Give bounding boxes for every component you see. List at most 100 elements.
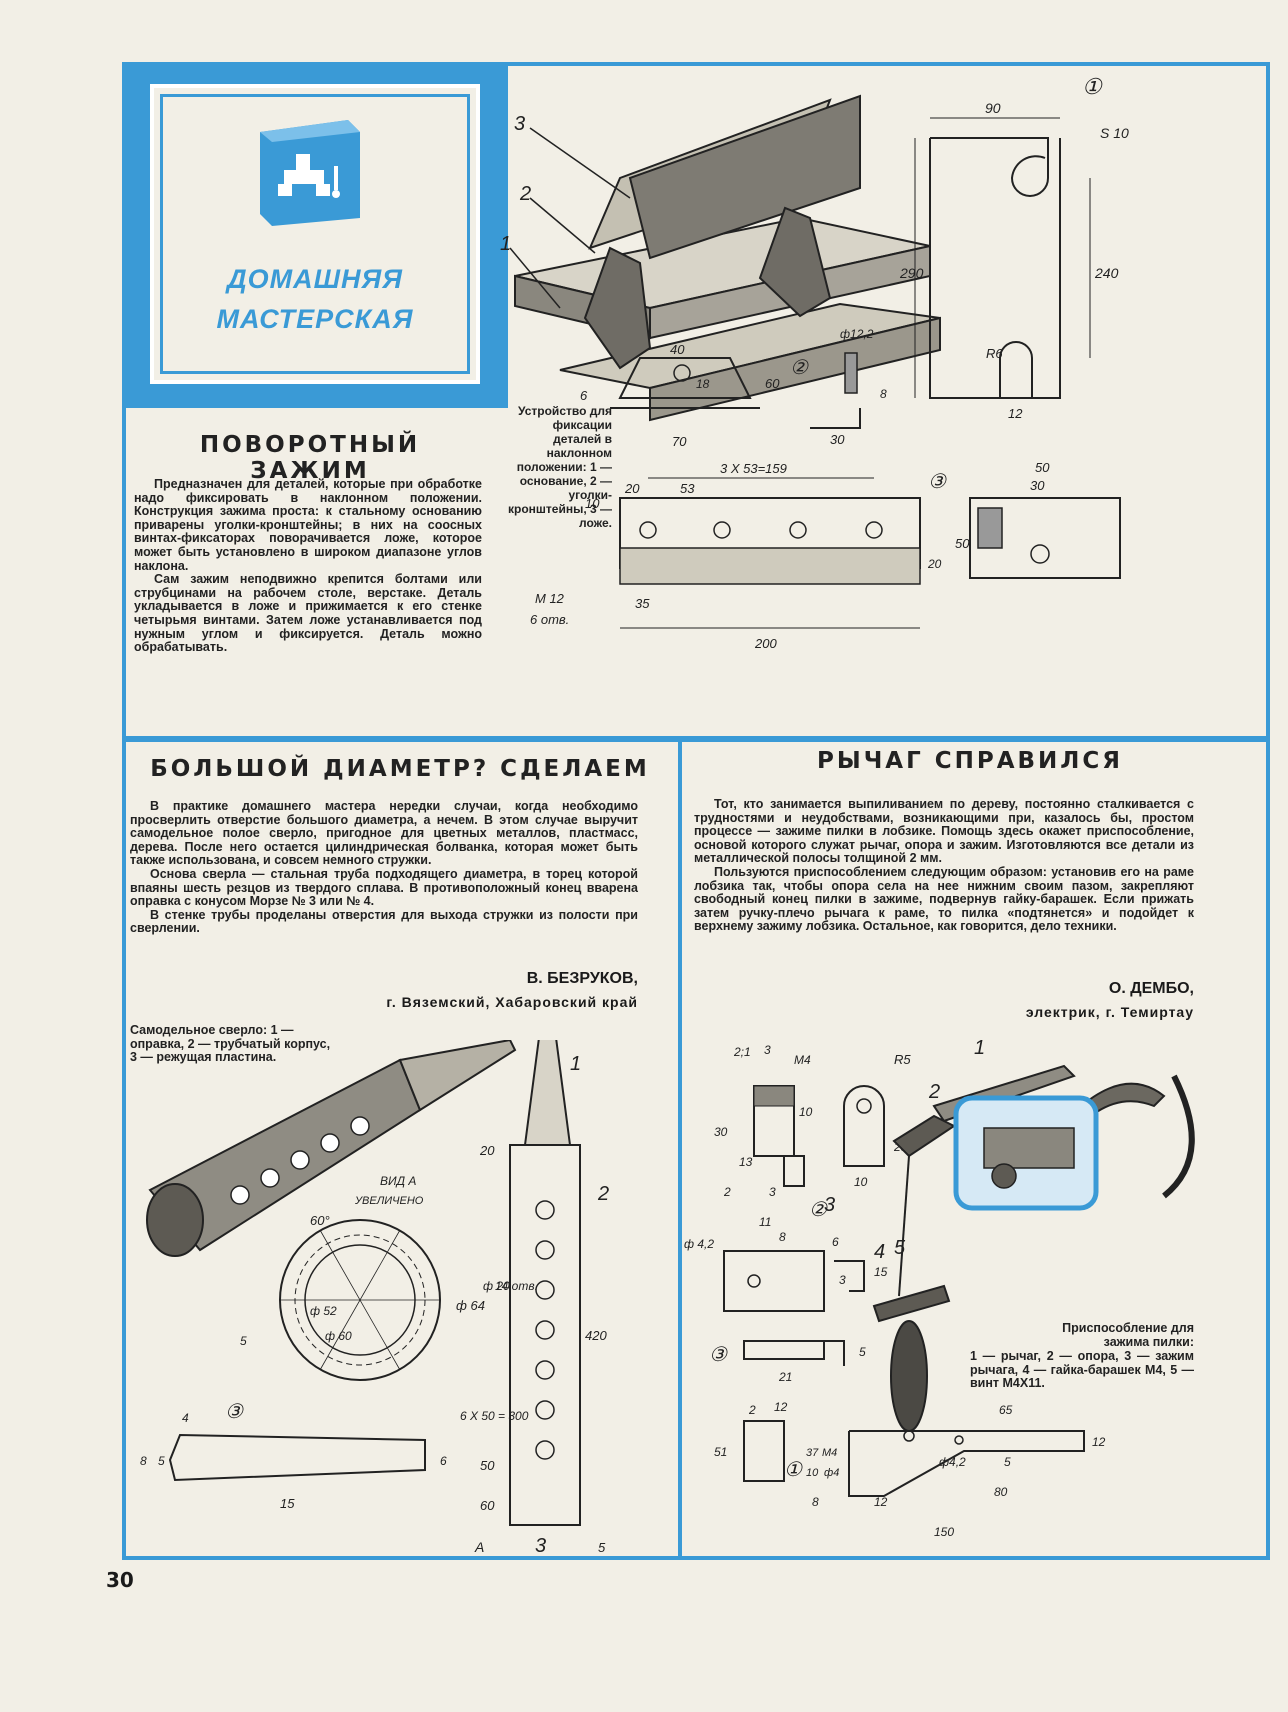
dim-11: 11 [759,1215,771,1229]
clamp-drawing: 3 2 1 90 S 10 290 240 R6 12 ① 40 18 60 6… [500,74,1129,651]
dim-2-1: 2;1 [733,1045,751,1059]
section2-author: В. БЕЗРУКОВ, [526,970,638,987]
section2-paragraph: Основа сверла — стальная труба подходяще… [130,866,638,909]
section3-author: О. ДЕМБО, [1108,980,1194,997]
dim-f60: ф 60 [325,1329,352,1343]
dim-20: 20 [479,1143,495,1158]
label-3: 3 [824,1194,835,1216]
dim-f20: ф 20 [483,1279,510,1293]
dim-f4: ф4 [824,1467,839,1479]
dim-12-2: ф12,2 [840,327,874,341]
dim-40: 40 [670,342,685,357]
figure-number-3: ③ [225,1401,244,1423]
dim-30: 30 [830,432,845,447]
dim-m4b: М4 [822,1447,837,1459]
section1-paragraph: Сам зажим неподвижно крепится болтами ил… [134,572,482,655]
label-1: 1 [570,1053,581,1075]
dim-15: 15 [874,1265,888,1279]
vise-icon [260,120,360,226]
dim-10: 10 [585,496,600,511]
section3-place: электрик, г. Темиртау [1025,1004,1194,1020]
dim-f52: ф 52 [310,1304,337,1318]
dim-60: 60 [765,376,780,391]
dim-6: 6 [832,1235,839,1249]
label-2: 2 [597,1183,609,1205]
dim-m12: М 12 [535,591,565,606]
dim-290: 290 [899,265,924,281]
dim-53: 53 [680,481,695,496]
dim-12: 12 [1008,406,1023,421]
section2-title: БОЛЬШОЙ ДИАМЕТР? СДЕЛАЕМ [150,756,650,782]
figure-number-1: ① [784,1459,803,1481]
dim-200: 200 [754,636,777,651]
section3-paragraph: Тот, кто занимается выпиливанием по дере… [694,797,1194,866]
dim-90: 90 [985,100,1001,116]
label-2: 2 [519,183,531,205]
section2-paragraph: В практике домашнего мастера нередки слу… [130,799,638,868]
dim-21: 21 [778,1370,792,1384]
dim-5b: 5 [1004,1455,1011,1469]
dim-6: 6 [580,388,588,403]
section3-caption: 1 — рычаг, 2 — опора, 3 — зажим рычага, … [970,1349,1194,1391]
section1-caption: Устройство для фиксации деталей в наклон… [507,404,612,530]
rubric-title-line1: ДОМАШНЯЯ [227,264,403,294]
section1-title: ПОВОРОТНЫЙ ЗАЖИМ [199,432,421,484]
dim-240: 240 [1094,265,1119,281]
dim-m4: М4 [794,1053,811,1067]
dim-12c: 12 [874,1495,888,1509]
rubric-title-line2: МАСТЕРСКАЯ [216,304,414,334]
section2-place: г. Вяземский, Хабаровский край [386,994,638,1010]
dim-f4-2: ф 4,2 [684,1237,714,1251]
dim-3b: 3 [769,1185,776,1199]
dim-s10: S 10 [1100,125,1129,141]
dim-70: 70 [672,434,687,449]
section3-caption-title: Приспособление для зажима пилки: [1062,1321,1194,1349]
dim-35: 35 [635,596,650,611]
view-a-enlarged: УВЕЛИЧЕНО [354,1195,424,1207]
dim-50: 50 [1035,460,1050,475]
dim-20: 20 [624,481,640,496]
dim-8b: 8 [812,1495,819,1509]
label-3: 3 [514,113,525,135]
section2-paragraph: В стенке трубы проделаны отверстия для в… [130,907,638,936]
figure-number-2: ② [809,1199,828,1221]
dim-60: 60 [480,1498,495,1513]
dim-10b: 10 [854,1175,868,1189]
dim-5b: 5 [598,1540,606,1555]
label-1: 1 [500,233,511,255]
dim-15: 15 [280,1496,295,1511]
dim-3x53: 3 X 53=159 [720,461,787,476]
dim-5c: 5 [158,1454,165,1468]
dim-30c: 30 [1030,478,1045,493]
label-2: 2 [928,1081,940,1103]
section1-paragraph: Предназначен для деталей, которые при об… [134,477,482,573]
dim-6-holes: 6 отв. [530,612,569,627]
rubric-logo-frame [160,94,470,374]
view-a-label: ВИД А [380,1174,416,1188]
dim-420: 420 [585,1328,607,1343]
section2-caption: Самодельное сверло: 1 — оправка, 2 — тру… [130,1023,331,1065]
label-5: 5 [894,1237,906,1259]
dim-5: 5 [240,1334,247,1348]
dim-80: 80 [994,1485,1008,1499]
section1-top-rule [122,404,508,408]
section1-body: Предназначен для деталей, которые при об… [134,477,482,655]
dim-f4-2b: ф4,2 [939,1455,966,1469]
dim-30: 30 [714,1125,728,1139]
dim-8: 8 [880,387,887,401]
dim-3: 3 [764,1043,771,1057]
view-arrow-a: А [474,1539,484,1555]
dim-65: 65 [999,1403,1013,1417]
dim-60deg: 60° [310,1213,330,1228]
lever-drawing: 2;1 3 М4 R5 30 10 13 2 3 11 25 10 ② ф 4,… [684,1037,1195,1539]
dim-12b: 12 [1092,1435,1106,1449]
dim-50: 50 [480,1458,495,1473]
dim-6x50: 6 X 50 = 300 [460,1409,529,1423]
page-number: 30 [106,1568,134,1592]
figure-number-2: ② [790,357,809,379]
dim-20b: 20 [927,557,942,571]
dim-12: 12 [774,1400,788,1414]
dim-18: 18 [696,377,710,391]
dim-3c: 3 [839,1273,846,1287]
section2-body: В практике домашнего мастера нередки слу… [130,799,638,936]
